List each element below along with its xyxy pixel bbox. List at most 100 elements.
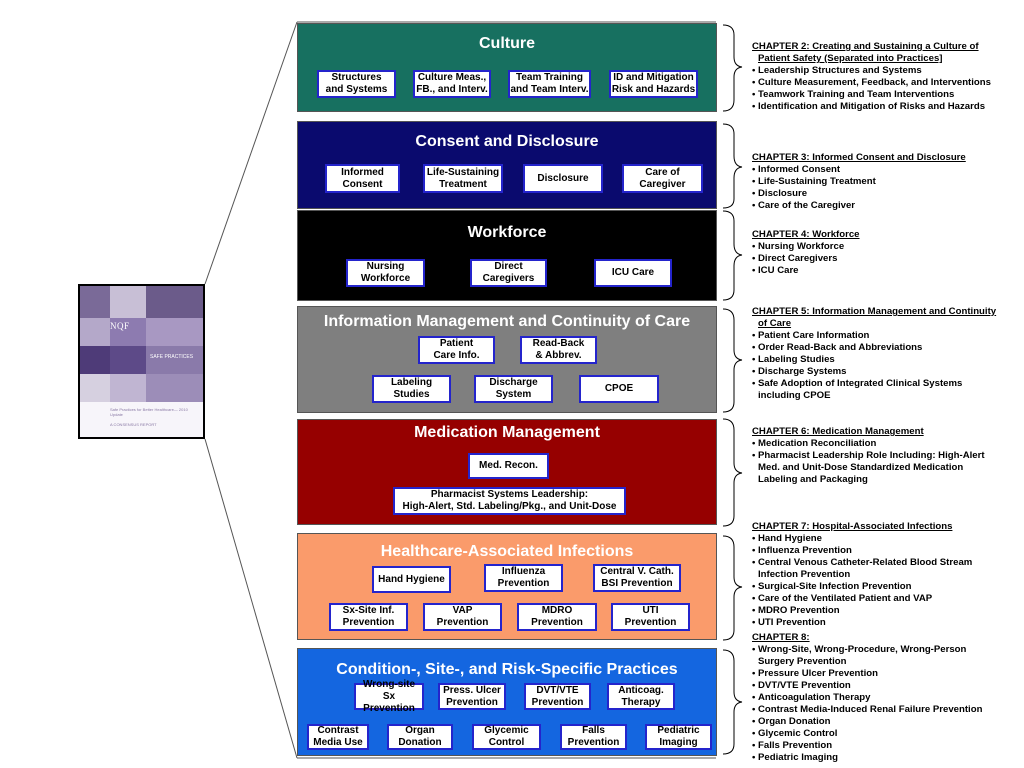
list-item: Medication Reconciliation — [752, 438, 1020, 450]
practice-cpoe[interactable]: CPOE — [579, 375, 659, 403]
chapter-2-heading: CHAPTER 2: Creating and Sustaining a Cul… — [752, 41, 979, 52]
practice-press-ulcer-prevention[interactable]: Press. Ulcer Prevention — [438, 683, 506, 710]
list-item: Labeling Studies — [752, 354, 1020, 366]
practice-informed-consent[interactable]: Informed Consent — [325, 164, 400, 193]
list-item: ICU Care — [752, 265, 1020, 277]
list-item: Safe Adoption of Integrated Clinical Sys… — [752, 378, 1020, 390]
chapter-8-notes: CHAPTER 8: Wrong-Site, Wrong-Procedure, … — [752, 632, 1020, 764]
practice-labeling-studies[interactable]: Labeling Studies — [372, 375, 451, 403]
list-item: Pressure Ulcer Prevention — [752, 668, 1020, 680]
practice-contrast-media-use[interactable]: Contrast Media Use — [307, 724, 369, 750]
practice-mdro-prevention[interactable]: MDRO Prevention — [517, 603, 597, 631]
practice-icu-care[interactable]: ICU Care — [594, 259, 672, 287]
practice-pediatric-imaging[interactable]: Pediatric Imaging — [645, 724, 712, 750]
practice-life-sustaining-treatment[interactable]: Life-Sustaining Treatment — [423, 164, 503, 193]
practice-central-v-cath-bsi[interactable]: Central V. Cath. BSI Prevention — [593, 564, 681, 592]
list-item: Disclosure — [752, 188, 1020, 200]
practice-direct-caregivers[interactable]: Direct Caregivers — [470, 259, 547, 287]
report-cover-image: NQF SAFE PRACTICES Safe Practices for Be… — [78, 284, 205, 439]
panel-title-condition-site-risk-practices: Condition-, Site-, and Risk-Specific Pra… — [336, 661, 678, 678]
practice-hand-hygiene[interactable]: Hand Hygiene — [372, 566, 451, 593]
list-item: Identification and Mitigation of Risks a… — [752, 101, 1020, 113]
list-item: Direct Caregivers — [752, 253, 1020, 265]
list-item: Surgical-Site Infection Prevention — [752, 581, 1020, 593]
panel-condition-site-risk-practices: Condition-, Site-, and Risk-Specific Pra… — [297, 648, 717, 756]
list-item: Teamwork Training and Team Interventions — [752, 89, 1020, 101]
chapter-3-heading: CHAPTER 3: Informed Consent and Disclosu… — [752, 152, 966, 163]
chapter-2-heading-cont: Patient Safety (Separated into Practices… — [758, 53, 943, 64]
panel-culture: Culture Structures and Systems Culture M… — [297, 23, 717, 112]
practice-discharge-system[interactable]: Discharge System — [474, 375, 553, 403]
practice-med-recon[interactable]: Med. Recon. — [468, 453, 549, 479]
list-item: Contrast Media-Induced Renal Failure Pre… — [752, 704, 1020, 716]
list-item: Discharge Systems — [752, 366, 1020, 378]
brace-chapter-6 — [722, 418, 743, 527]
list-item: Pharmacist Leadership Role Including: Hi… — [752, 450, 1020, 462]
practice-influenza-prevention[interactable]: Influenza Prevention — [484, 564, 563, 592]
list-item: Leadership Structures and Systems — [752, 65, 1020, 77]
list-item: Organ Donation — [752, 716, 1020, 728]
list-item: Care of the Ventilated Patient and VAP — [752, 593, 1020, 605]
cover-safe-practices: SAFE PRACTICES — [150, 354, 194, 360]
brace-chapter-2 — [722, 24, 743, 112]
practice-patient-care-info[interactable]: Patient Care Info. — [418, 336, 495, 364]
panel-title-culture: Culture — [479, 35, 535, 52]
list-item: Central Venous Catheter-Related Blood St… — [752, 557, 1020, 569]
practice-vap-prevention[interactable]: VAP Prevention — [423, 603, 502, 631]
practice-dvt-vte-prevention[interactable]: DVT/VTE Prevention — [524, 683, 591, 710]
cover-logo: NQF — [110, 321, 130, 331]
chapter-8-heading: CHAPTER 8: — [752, 632, 810, 643]
list-item: Pediatric Imaging — [752, 752, 1020, 764]
list-item: Patient Care Information — [752, 330, 1020, 342]
practice-wrong-site-sx-prevention[interactable]: Wrong-site Sx Prevention — [354, 679, 424, 714]
list-item: Influenza Prevention — [752, 545, 1020, 557]
practice-structures-systems[interactable]: Structures and Systems — [317, 70, 396, 98]
practice-glycemic-control[interactable]: Glycemic Control — [472, 724, 541, 750]
chapter-4-notes: CHAPTER 4: Workforce Nursing Workforce D… — [752, 229, 1020, 277]
practice-nursing-workforce[interactable]: Nursing Workforce — [346, 259, 425, 287]
chapter-7-heading: CHAPTER 7: Hospital-Associated Infection… — [752, 521, 953, 532]
panel-information-management: Information Management and Continuity of… — [297, 306, 717, 413]
panel-title-medication-management: Medication Management — [414, 424, 600, 441]
list-item: Informed Consent — [752, 164, 1020, 176]
panel-title-consent-disclosure: Consent and Disclosure — [415, 133, 599, 150]
brace-chapter-5 — [722, 308, 743, 413]
list-item-continuation: Labeling and Packaging — [758, 474, 868, 485]
chapter-7-notes: CHAPTER 7: Hospital-Associated Infection… — [752, 521, 1020, 629]
chapter-5-notes: CHAPTER 5: Information Management and Co… — [752, 306, 1020, 402]
practice-pharmacist-systems-leadership[interactable]: Pharmacist Systems Leadership: High-Aler… — [393, 487, 626, 515]
panel-title-healthcare-associated-infections: Healthcare-Associated Infections — [380, 543, 634, 560]
cover-caption: Safe Practices for Better Healthcare— 20… — [110, 407, 188, 417]
list-item: UTI Prevention — [752, 617, 1020, 629]
brace-chapter-3 — [722, 123, 743, 209]
practice-care-of-caregiver[interactable]: Care of Caregiver — [622, 164, 703, 193]
practice-uti-prevention[interactable]: UTI Prevention — [611, 603, 690, 631]
list-item: MDRO Prevention — [752, 605, 1020, 617]
practice-culture-measurement[interactable]: Culture Meas., FB., and Interv. — [413, 70, 491, 98]
list-item-continuation: Surgery Prevention — [758, 656, 847, 667]
chapter-6-notes: CHAPTER 6: Medication Management Medicat… — [752, 426, 1020, 486]
panel-title-information-management: Information Management and Continuity of… — [323, 313, 691, 330]
practice-sx-site-inf-prevention[interactable]: Sx-Site Inf. Prevention — [329, 603, 408, 631]
list-item-continuation: Infection Prevention — [758, 569, 851, 580]
brace-chapter-4 — [722, 210, 743, 301]
practice-anticoag-therapy[interactable]: Anticoag. Therapy — [607, 683, 675, 710]
cover-caption-subtitle: A CONSENSUS REPORT — [110, 422, 157, 427]
practice-organ-donation[interactable]: Organ Donation — [387, 724, 453, 750]
list-item: Care of the Caregiver — [752, 200, 1020, 212]
panel-healthcare-associated-infections: Healthcare-Associated Infections Hand Hy… — [297, 533, 717, 640]
list-item: DVT/VTE Prevention — [752, 680, 1020, 692]
practice-team-training[interactable]: Team Training and Team Interv. — [508, 70, 591, 98]
list-item: Nursing Workforce — [752, 241, 1020, 253]
practice-disclosure[interactable]: Disclosure — [523, 164, 603, 193]
brace-chapter-7 — [722, 535, 743, 641]
brace-chapter-8 — [722, 649, 743, 755]
practice-id-mitigation-risk[interactable]: ID and Mitigation Risk and Hazards — [609, 70, 698, 98]
list-item: Wrong-Site, Wrong-Procedure, Wrong-Perso… — [752, 644, 1020, 656]
chapter-4-heading: CHAPTER 4: Workforce — [752, 229, 860, 240]
practice-read-back-abbrev[interactable]: Read-Back & Abbrev. — [520, 336, 597, 364]
practice-falls-prevention[interactable]: Falls Prevention — [560, 724, 627, 750]
list-item-continuation: including CPOE — [758, 390, 831, 401]
